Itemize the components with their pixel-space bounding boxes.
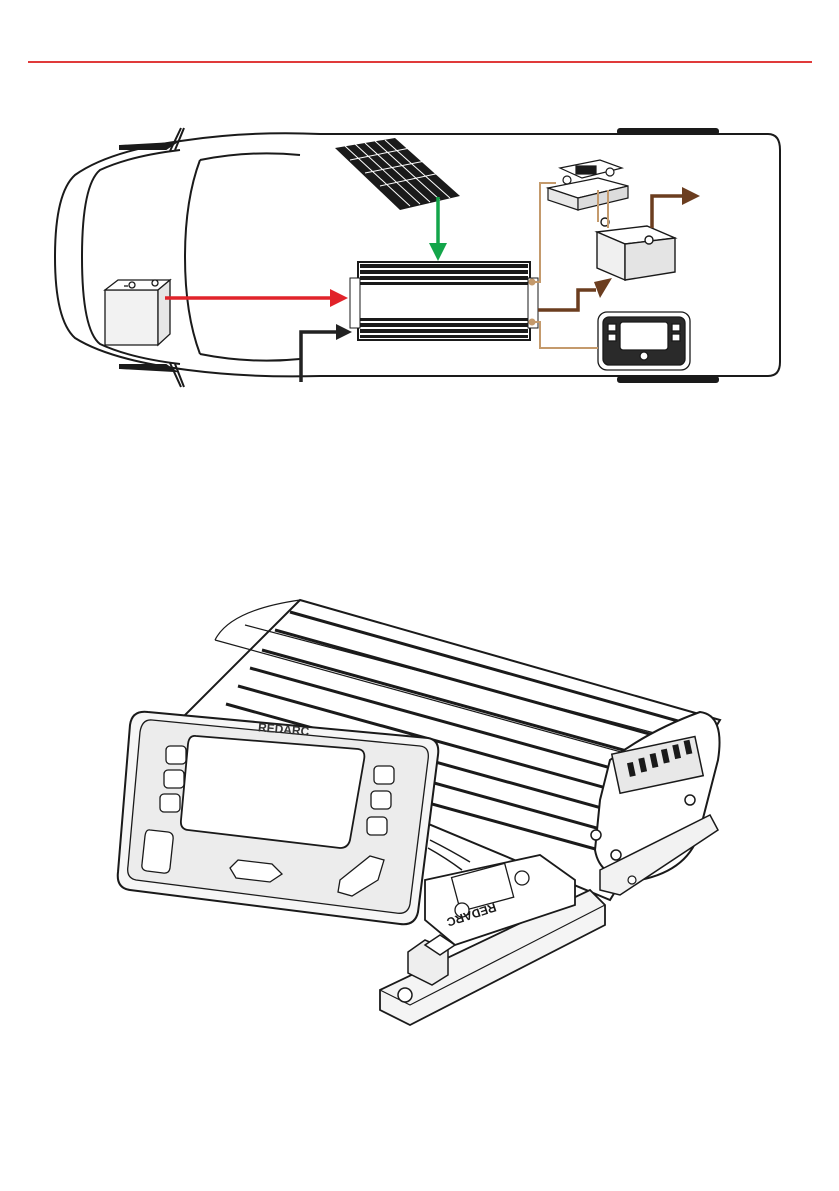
display-up-down-button [142,830,173,873]
shunt-cable [428,840,470,870]
display-module-unit: REDARC [118,712,439,924]
